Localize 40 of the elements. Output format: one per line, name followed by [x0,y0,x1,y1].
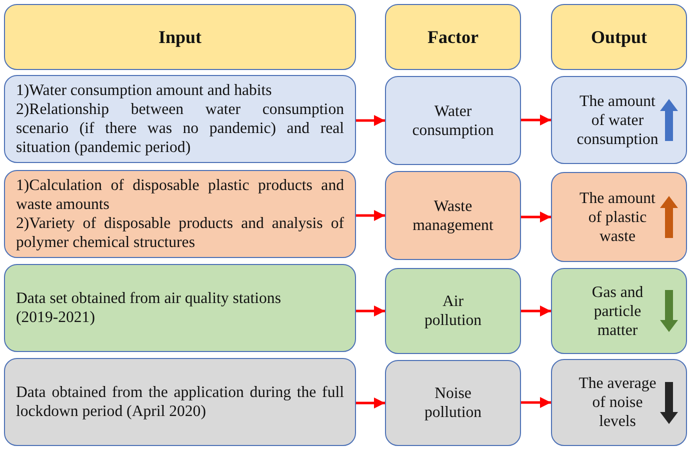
factor-box [385,268,521,354]
column-heading: Input [158,26,202,48]
header-box [551,4,687,70]
output-label: Gas and particle matter [590,282,644,340]
factor-label: Waste management [412,196,494,234]
input-box [4,170,356,258]
input-text: 2)Relationship between water consumption scenario (if there was no pandemic) and real situation (pandemic period) [16,100,344,157]
column-heading: Factor [428,26,478,48]
output-box [551,268,687,354]
arrow [356,306,385,316]
arrow [521,212,551,222]
input-box [4,358,356,446]
input-box [4,264,356,352]
factor-box [385,171,521,260]
input-text: 1)Water consumption amount and habits [16,81,273,100]
arrow [521,114,551,126]
input-text: Data obtained from the application during the full lockdown period (April 2020) [16,383,344,421]
arrow [356,210,385,221]
arrow [356,398,385,408]
header-box [385,4,521,70]
column-heading: Output [590,26,648,48]
arrow [356,115,385,126]
arrow [521,306,551,316]
header-box [4,4,356,70]
factor-label: Noise pollution [424,384,482,422]
output-box [551,76,687,164]
factor-box [385,360,521,446]
input-box [4,75,356,163]
output-label: The amount of plastic waste [578,188,656,246]
output-label: The average of noise levels [578,374,658,431]
output-label: The amount of water consumption [576,92,660,148]
factor-label: Water consumption [412,102,494,140]
input-text: Data set obtained from air quality stations (2019-2021) [16,289,282,327]
factor-label: Air pollution [424,292,482,330]
output-box [551,172,687,262]
output-box [551,359,687,446]
input-text: 1)Calculation of disposable plastic products and waste amounts [16,176,344,214]
input-text: 2)Variety of disposable products and analysis of polymer chemical structures [16,214,344,252]
factor-box [385,76,521,165]
arrow [521,397,551,408]
